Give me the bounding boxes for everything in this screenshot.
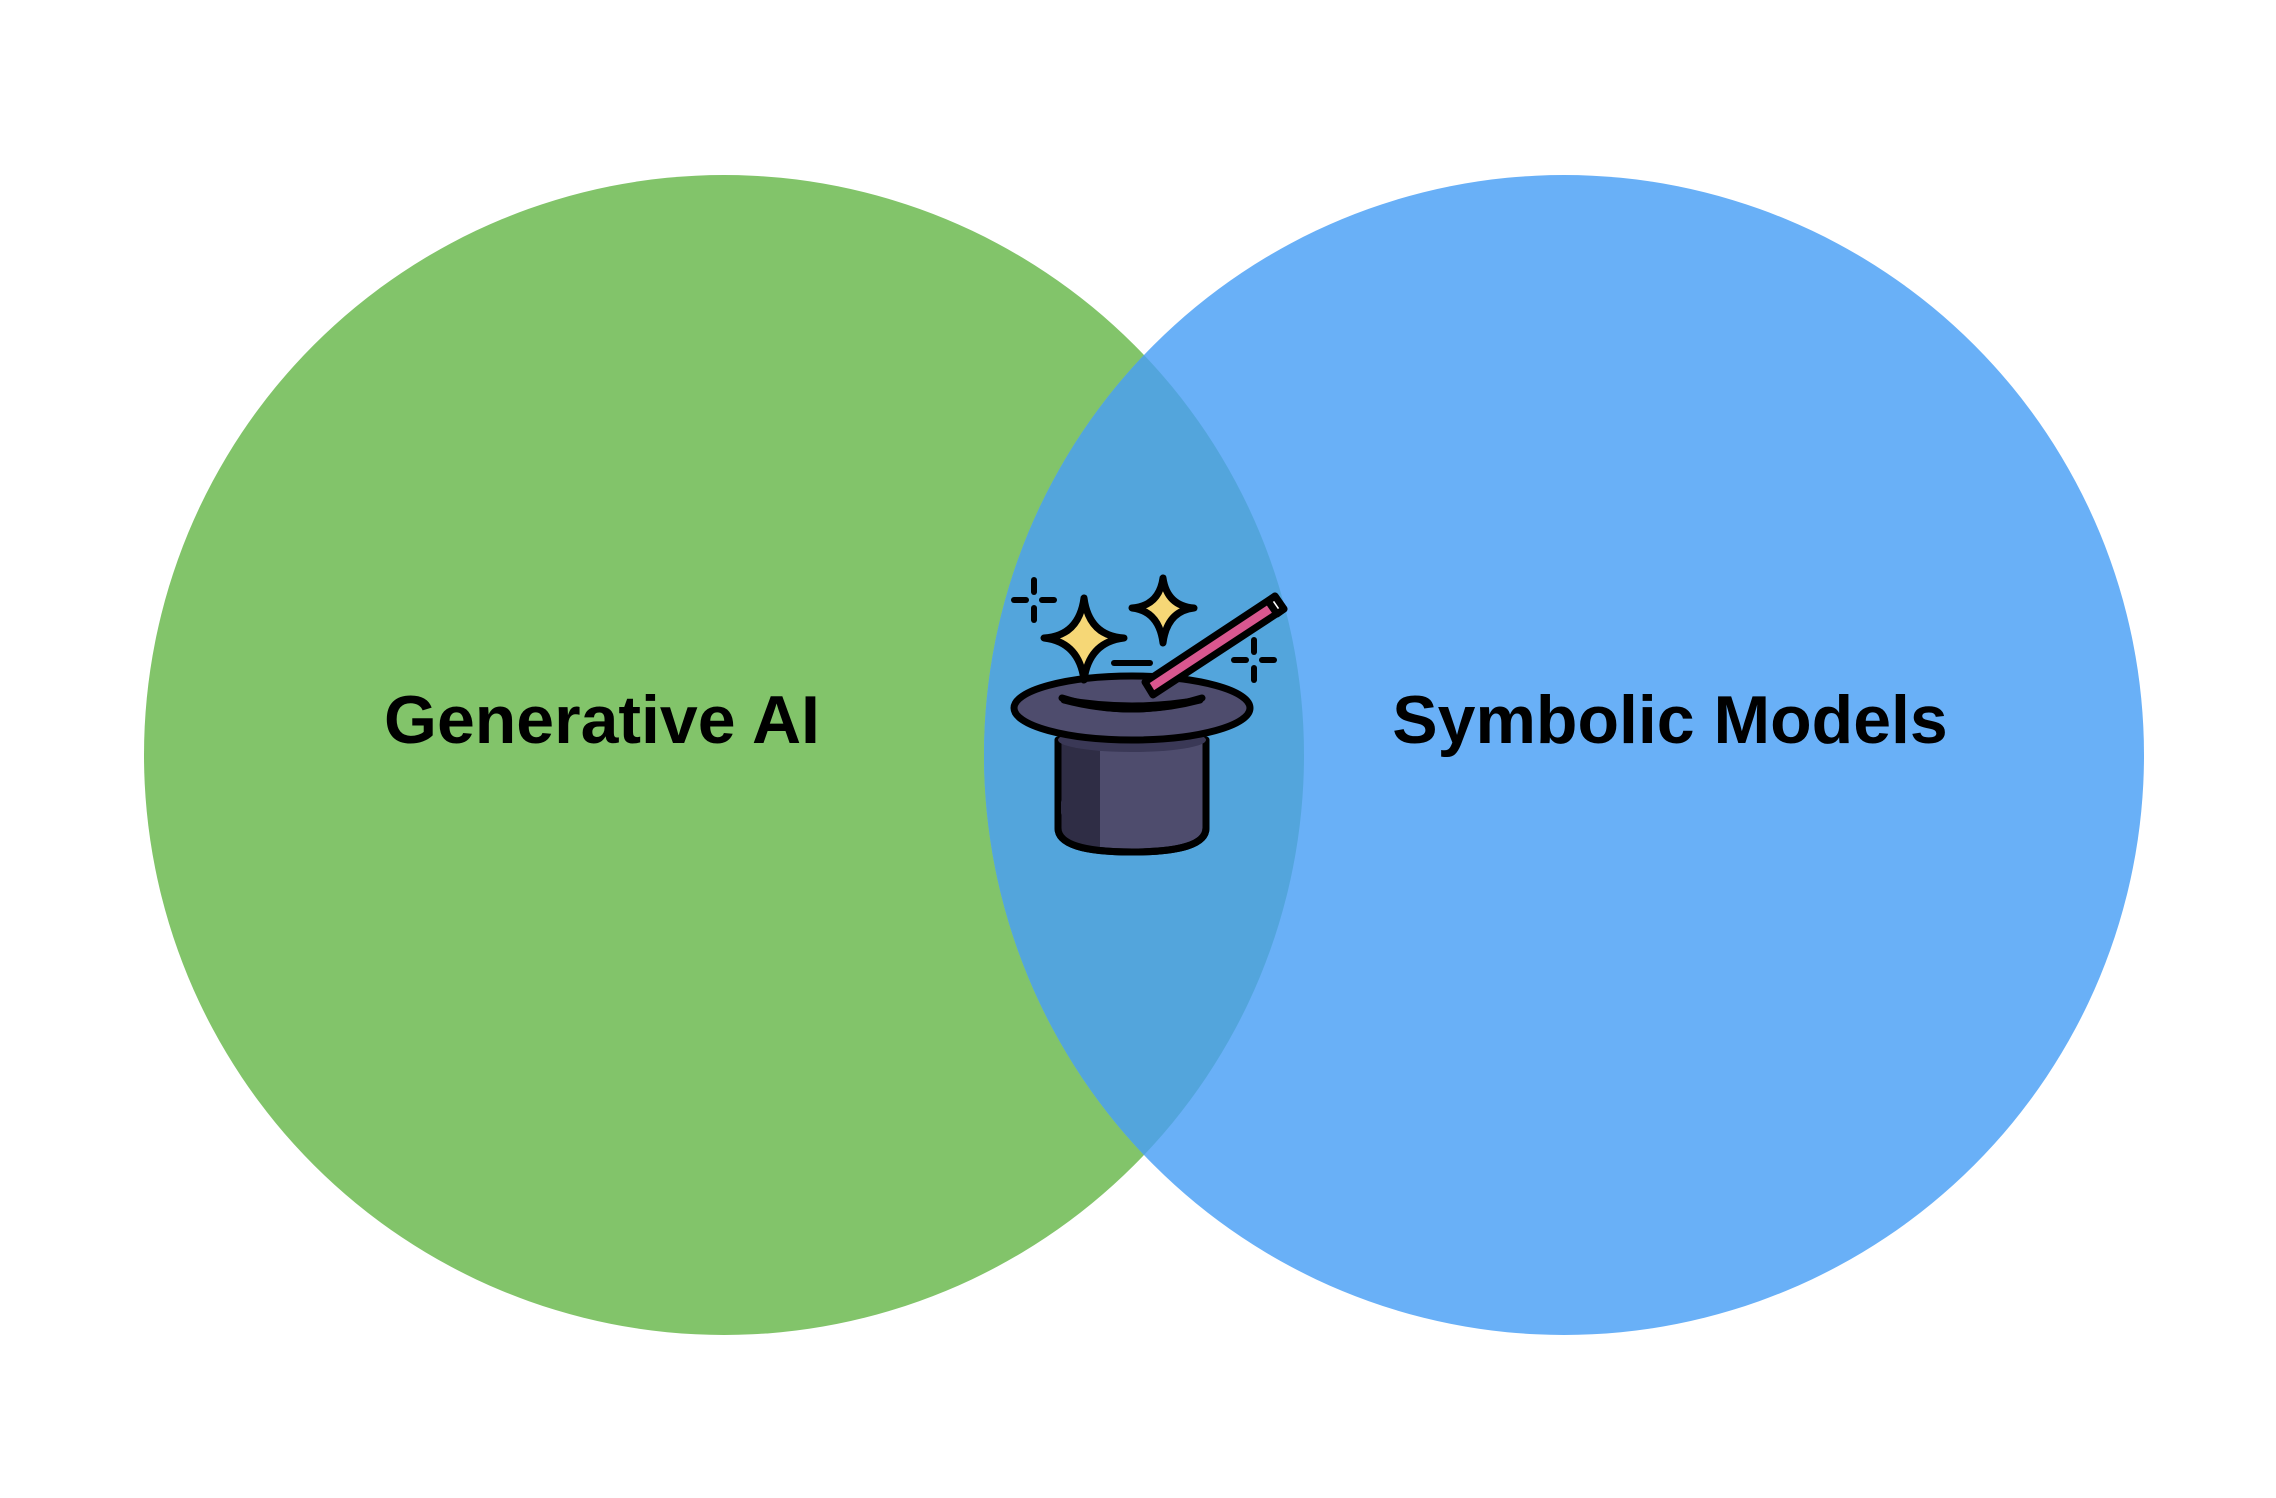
sparkle-large-icon [1040, 594, 1128, 684]
sparkle-small-icon [1128, 574, 1198, 647]
hat-shadow [1061, 742, 1100, 848]
wand [1141, 592, 1288, 699]
plus-sparkle-right-icon [1231, 637, 1277, 683]
wand-tip [1264, 592, 1288, 618]
plus-sparkle-left-icon [1011, 577, 1057, 623]
magic-hat-wand-icon [1010, 574, 1288, 856]
generative-ai-circle [144, 175, 1304, 1335]
symbolic-models-label: Symbolic Models [1392, 682, 1947, 758]
generative-ai-label: Generative AI [384, 682, 820, 758]
symbolic-models-circle [984, 175, 2144, 1335]
